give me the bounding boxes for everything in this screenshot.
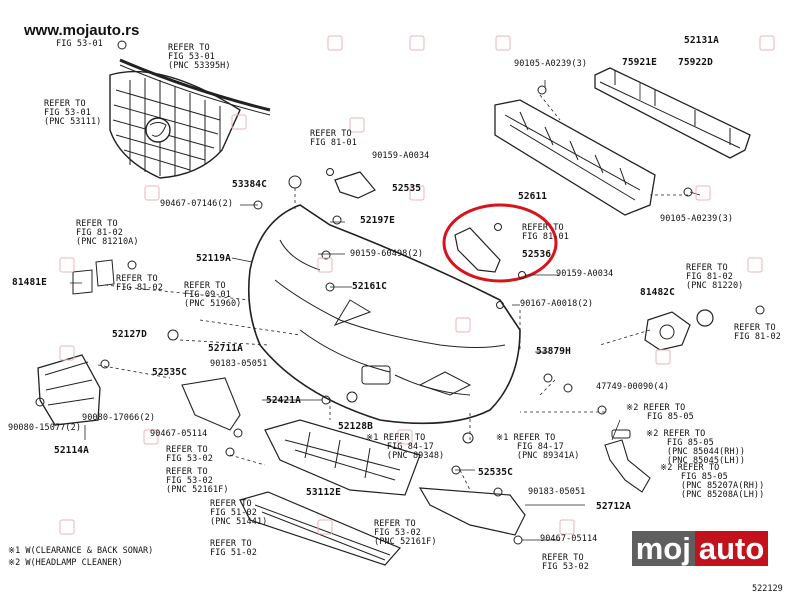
label-p52712a: 52712A (596, 501, 631, 512)
label-p81481e: 81481E (12, 277, 47, 288)
label-ref-89341a: ※1 REFER TO FIG 84-17 (PNC 89341A) (496, 433, 580, 461)
fog-lamp-cover-left (644, 311, 691, 351)
clip-53384c (288, 175, 302, 189)
label-p90159a0034-b: 90159-A0034 (556, 269, 614, 279)
diagram-code: 522129 (752, 584, 783, 594)
label-p52535: 52535 (392, 183, 422, 194)
label-p90159a0239: 90105-A0239(3) (514, 59, 588, 69)
label-ref-8505-a: ※2 REFER TO FIG 85-05 (626, 403, 694, 422)
label-ref-53395h: REFER TO FIG 53-01 (PNC 53395H) (168, 43, 231, 71)
highlight-circle (442, 203, 558, 283)
label-p90159a0034-a: 90159-A0034 (372, 151, 430, 161)
label-top-fig5301: FIG 53-01 (56, 39, 103, 49)
bracket-52536 (454, 227, 501, 273)
label-p52114a: 52114A (54, 445, 89, 456)
lower-grille (239, 491, 402, 566)
label-p52197e: 52197E (360, 215, 395, 226)
label-ref-52161f-a: REFER TO FIG 53-02 (PNC 52161F) (166, 467, 229, 495)
label-p9018305051-a: 90183-05051 (210, 359, 268, 369)
label-p9015960498: 90159-60498(2) (350, 249, 424, 259)
label-ref-5302-a: REFER TO FIG 53-02 (166, 445, 213, 464)
bumper-reinforcement (494, 99, 656, 216)
label-ref-51441: REFER TO FIG 51-02 (PNC 51441) (210, 499, 268, 527)
radiator-grille (109, 70, 241, 179)
label-p52131a: 52131A (684, 35, 719, 46)
label-p52421a: 52421A (266, 395, 301, 406)
label-p9046705114-b: 90467-05114 (540, 534, 598, 544)
label-ref-8505-b: ※2 REFER TO FIG 85-05 (PNC 85044(RH)) (P… (646, 429, 746, 466)
label-ref-8101-b: REFER TO FIG 81-01 (522, 223, 569, 242)
label-p52535c-a: 52535C (152, 367, 187, 378)
label-p81482c: 81482C (640, 287, 675, 298)
label-p9008017066: 90080-17066(2) (82, 413, 156, 423)
label-p53879h: 53879H (536, 346, 571, 357)
footnote-2: ※2 W(HEADLAMP CLEANER) (8, 558, 123, 568)
energy-absorber (594, 67, 751, 159)
label-p9046705114-a: 90467-05114 (150, 429, 208, 439)
label-p75922d: 75922D (678, 57, 713, 68)
watermark-stamps (59, 35, 775, 535)
grille-molding-strip (119, 58, 271, 112)
headlamp-washer-nozzle (604, 439, 651, 493)
bracket-52535 (334, 171, 376, 199)
side-spoiler (418, 487, 526, 536)
label-ref-81210a: REFER TO FIG 81-02 (PNC 81210A) (76, 219, 139, 247)
label-ref-8102-a: REFER TO FIG 81-02 (116, 274, 163, 293)
label-ref-85207a: ※2 REFER TO FIG 85-05 (PNC 85207A(RH)) (… (660, 463, 765, 500)
label-ref-8102-b: REFER TO FIG 81-02 (734, 323, 781, 342)
label-p4774900090: 47749-00090(4) (596, 382, 670, 392)
label-p53384c: 53384C (232, 179, 267, 190)
license-plate-bracket (37, 354, 101, 426)
label-p9046707146: 90467-07146(2) (160, 199, 234, 209)
label-ref-5302-b: REFER TO FIG 53-02 (542, 553, 589, 572)
front-bumper-cover (247, 204, 521, 425)
label-p9018305051-b: 90183-05051 (528, 487, 586, 497)
site-watermark: www.mojauto.rs (24, 22, 140, 39)
label-ref-51960: REFER TO FIG 09-01 (PNC 51960) (184, 281, 242, 309)
label-ref-81220: REFER TO FIG 81-02 (PNC 81220) (686, 263, 744, 291)
label-p52128b: 52128B (338, 421, 373, 432)
label-p52127d: 52127D (112, 329, 147, 340)
label-p53112e: 53112E (306, 487, 341, 498)
label-p52611: 52611 (518, 191, 548, 202)
fog-lamp (696, 309, 714, 327)
label-ref-52161f-b: REFER TO FIG 53-02 (PNC 52161F) (374, 519, 437, 547)
label-p75921e: 75921E (622, 57, 657, 68)
label-p52161c: 52161C (352, 281, 387, 292)
label-p52711a: 52711A (208, 343, 243, 354)
label-p9008015077: 90080-15077(2) (8, 423, 82, 433)
label-ref-8101-a: REFER TO FIG 81-01 (310, 129, 357, 148)
label-p90167a0018: 90167-A0018(2) (520, 299, 594, 309)
label-ref-89348: ※1 REFER TO FIG 84-17 (PNC 89348) (366, 433, 445, 461)
lower-cover (264, 419, 421, 496)
label-p90105a0239b: 90105-A0239(3) (660, 214, 734, 224)
sensor-81481e (72, 269, 93, 295)
bracket-52711a (181, 377, 241, 431)
footnote-1: ※1 W(CLEARANCE & BACK SONAR) (8, 546, 154, 556)
label-p52535c-b: 52535C (478, 467, 513, 478)
label-p52119a: 52119A (196, 253, 231, 264)
label-ref-53111: REFER TO FIG 53-01 (PNC 53111) (44, 99, 102, 127)
label-p52536: 52536 (522, 249, 552, 260)
label-ref-5102: REFER TO FIG 51-02 (210, 539, 257, 558)
